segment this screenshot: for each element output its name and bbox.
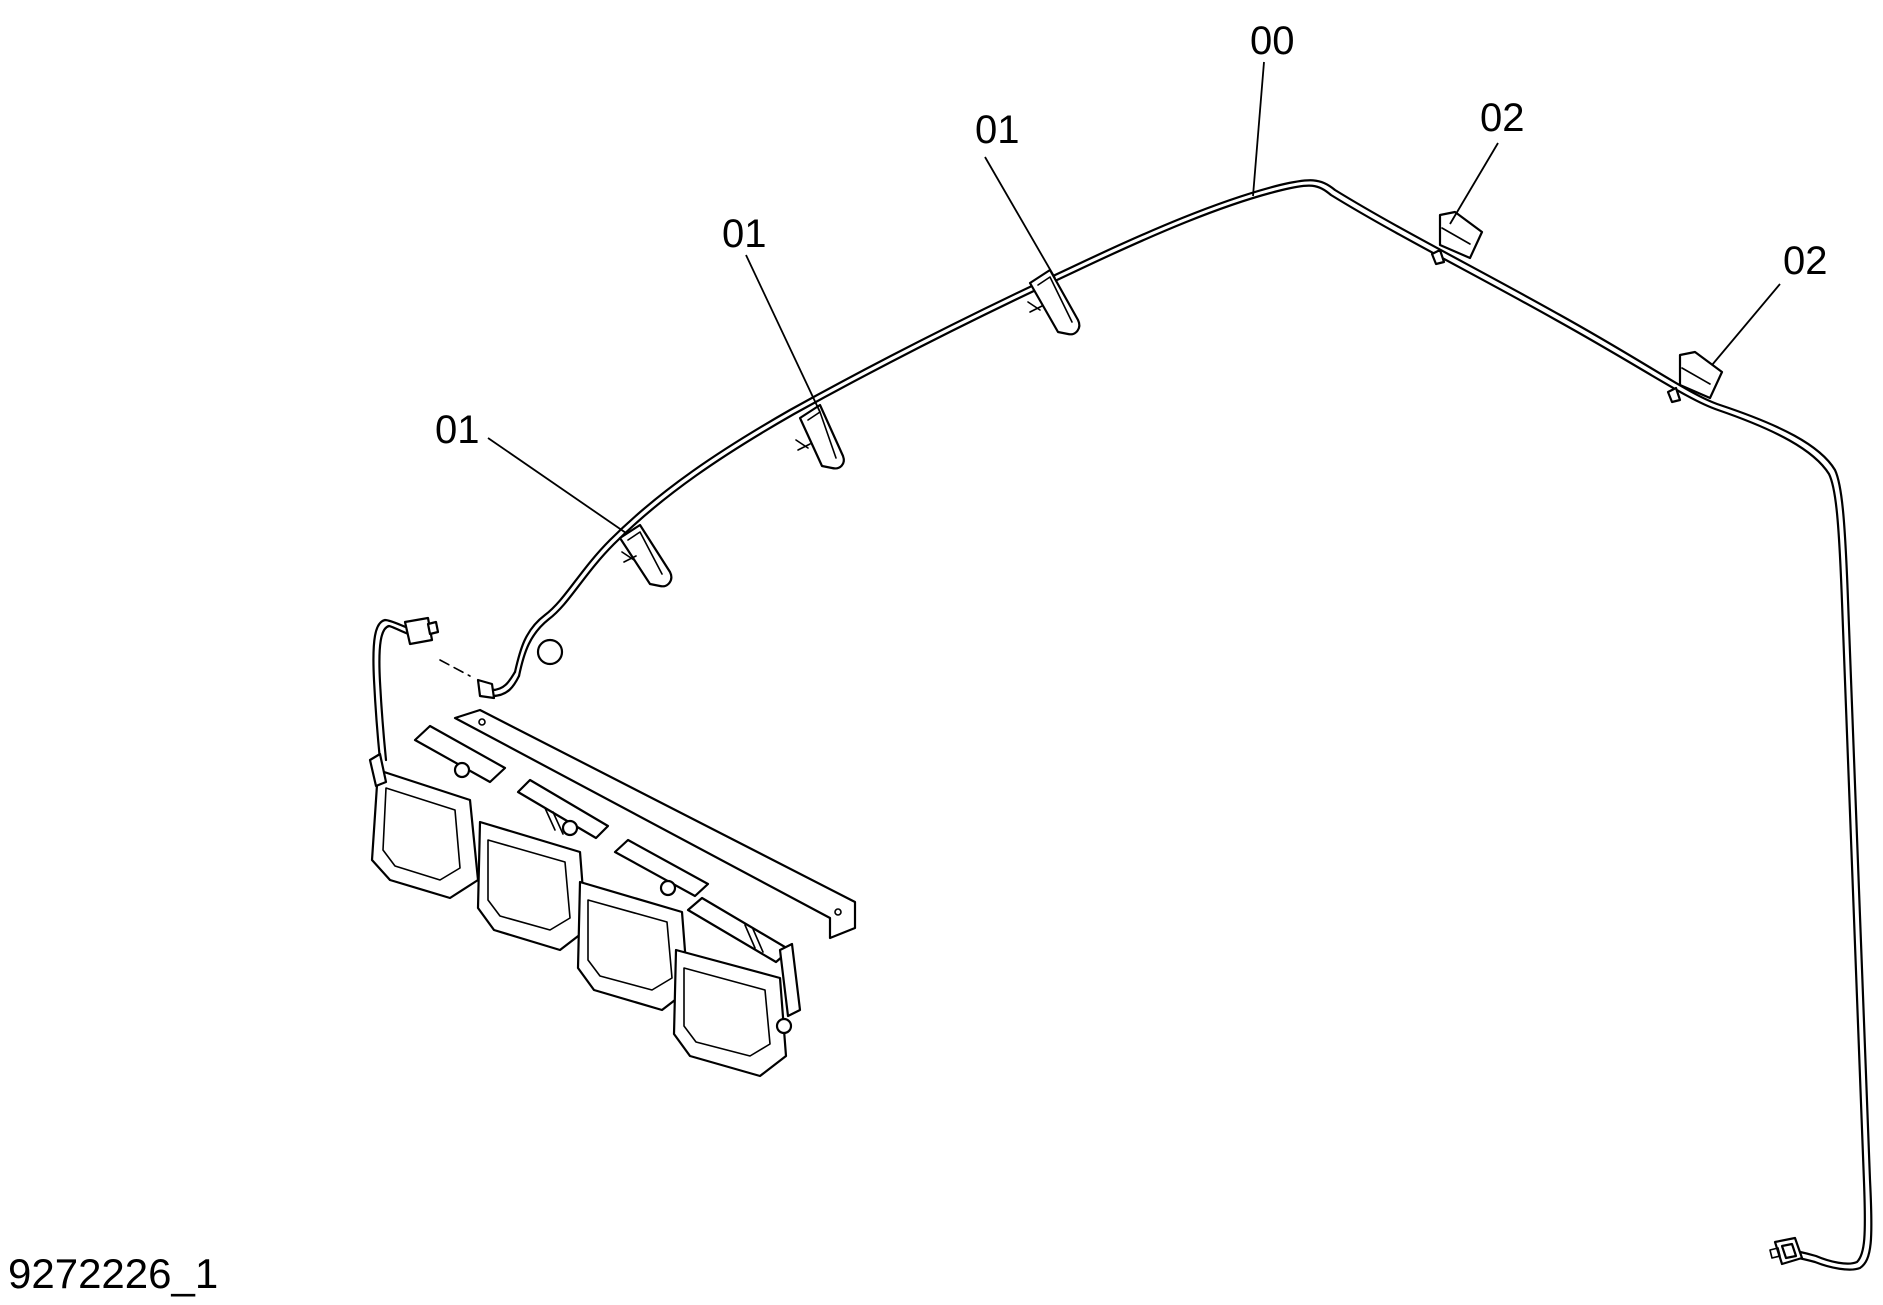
harness-end-connector [1769, 1236, 1804, 1266]
callout-01-top: 01 [975, 108, 1020, 152]
work-lamp-1 [368, 724, 507, 900]
callout-01-mid: 01 [722, 212, 767, 256]
callout-01-left: 01 [435, 408, 480, 452]
harness-clip-1 [618, 523, 673, 588]
harness-clip-2 [795, 403, 845, 470]
work-lamp-2 [476, 778, 610, 952]
work-lamp-bar [368, 708, 857, 1078]
callout-labels: 00 01 01 01 02 02 [435, 19, 1828, 452]
lamp-bar-branch [372, 616, 440, 762]
harness-clamp-2 [1666, 350, 1724, 404]
harness-clamp-1 [1430, 210, 1484, 266]
harness-left-connector [439, 638, 564, 700]
callout-02-left: 02 [1480, 96, 1525, 140]
work-lamp-4 [672, 896, 802, 1078]
harness-clip-3 [1027, 268, 1081, 336]
callout-02-right: 02 [1783, 239, 1828, 283]
work-lamp-3 [576, 838, 710, 1012]
callout-00: 00 [1250, 19, 1295, 63]
leader-lines [487, 61, 1781, 534]
wire-harness [513, 179, 1873, 1271]
figure-id: 9272226_1 [8, 1250, 218, 1297]
